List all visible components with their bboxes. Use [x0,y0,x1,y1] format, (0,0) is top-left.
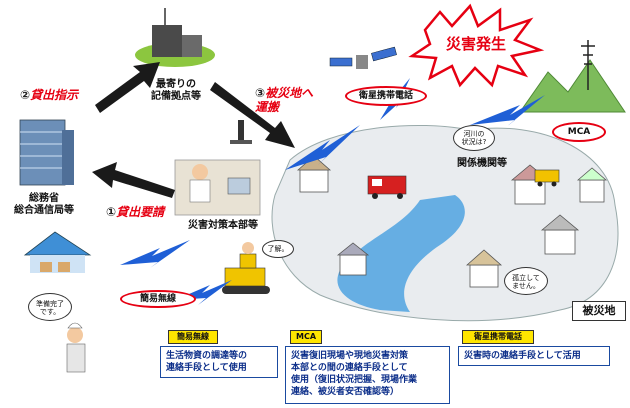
step-lend-request: ①貸出要請 [106,205,164,219]
step-number: ② [20,88,31,102]
satellite-phone-oval: 衛星携帯電話 [345,86,427,106]
storage-base-label: 最寄りの 記備拠点等 [151,79,201,102]
worker-callout: 準備完了 です。 [28,293,72,321]
mountain [519,59,626,113]
process-arrows [92,62,295,198]
worker-person [66,322,86,373]
burst-shape [408,3,545,88]
disaster-area-label: 被災地 [572,301,626,321]
river-status-callout: 河川の 状況は? [453,125,495,151]
disaster-occurred-label: 災害発生 [445,35,506,53]
mca-oval: MCA [552,122,606,142]
river [337,195,465,312]
hq-scene [174,120,261,216]
arrow-to-mic [92,162,175,198]
simple-radio-oval: 簡易無線 [120,290,196,308]
step-action: 貸出指示 [30,88,79,102]
mic-bureau-label: 総務省 総合通信局等 [14,193,74,216]
related-orgs-label: 関係機関等 [457,158,507,169]
legend-tag-satellite-phone: 衛星携帯電話 [462,330,534,344]
legend-box-mca: 災害復旧現場や現地災害対策 本部との間の連絡手段として 使用（復旧状況把握、現場… [285,346,450,404]
hq-reply-callout: 了解。 [262,240,294,258]
legend-box-satellite-phone: 災害時の連絡手段として活用 [458,346,610,366]
step-action: 貸出要請 [116,205,165,219]
victims-callout: 孤立して ません。 [504,267,548,295]
legend-tag-simple-radio: 簡易無線 [168,330,218,344]
damaged-houses [296,155,608,288]
step-lend-instruction: ②貸出指示 [20,88,78,102]
bulldozer [222,242,270,294]
legend-box-simple-radio: 生活物資の調達等の 連絡手段として使用 [160,346,278,378]
step-number: ① [106,205,117,219]
step-transport: ③被災地へ 運搬 [255,72,313,114]
step-number: ③ [255,86,266,100]
arrow-to-storage [95,62,160,113]
fire-truck [367,175,407,199]
supply-tent [23,231,92,273]
legend-tag-mca: MCA [290,330,322,344]
disaster-hq-label: 災害対策本部等 [188,220,258,231]
mic-building [19,119,74,186]
arrow-to-disaster [210,82,295,148]
rescue-car [534,169,560,187]
mca-tower [581,40,595,90]
step-action: 被災地へ 運搬 [255,86,314,114]
storage-base-building [135,8,215,67]
satellite [329,46,397,69]
